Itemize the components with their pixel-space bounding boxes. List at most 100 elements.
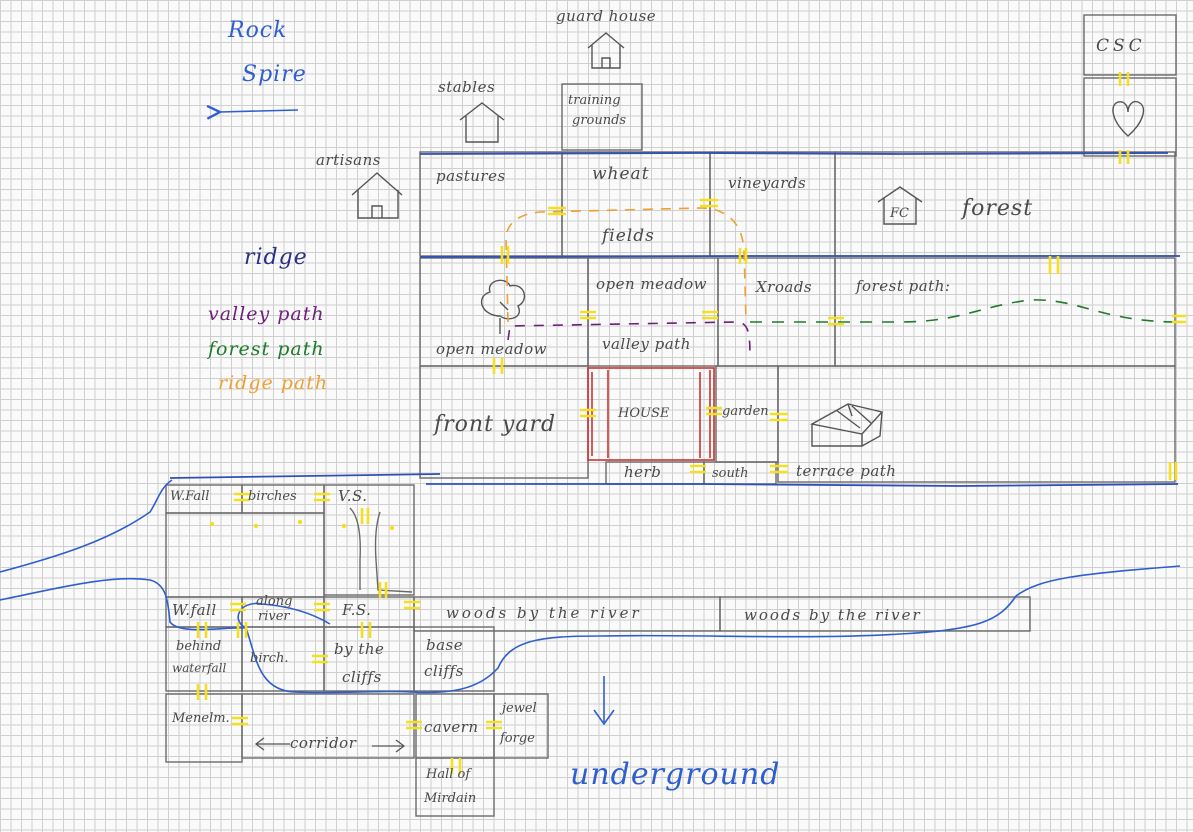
- corridor-arrow-left: [254, 737, 290, 751]
- door-birch-top: [236, 622, 248, 638]
- underground-arrow: [593, 676, 615, 726]
- jewel-forge-box: [493, 693, 549, 759]
- door-wfall: [230, 602, 246, 612]
- label-birches: birches: [248, 489, 297, 504]
- label-by-the: by the: [334, 640, 385, 658]
- door-open-meadow: [492, 358, 504, 374]
- river-north-bank: [0, 479, 173, 573]
- label-pastures: pastures: [436, 167, 506, 185]
- door-garden-right: [770, 412, 788, 422]
- label-open-meadow: open meadow: [596, 275, 707, 293]
- valley-path-route: [507, 321, 751, 359]
- label-cavern: cavern: [424, 718, 479, 736]
- door-forest-path-right: [1172, 314, 1186, 324]
- label-mirdain: Mirdain: [424, 791, 477, 806]
- label-cliffs: cliffs: [342, 668, 382, 686]
- label-wheat: wheat: [592, 164, 650, 184]
- terrace-path-box: [777, 365, 1176, 483]
- legend-valley-path: valley path: [208, 303, 325, 325]
- label-herb: herb: [624, 463, 662, 481]
- stables-icon: [459, 102, 505, 143]
- label-along: along: [256, 594, 293, 609]
- door-behind-waterfall-bottom: [196, 684, 208, 700]
- buildings: [351, 32, 1145, 447]
- door-meadow-mid: [580, 310, 596, 320]
- label-training: training: [568, 93, 621, 108]
- door-fs-right: [404, 600, 420, 610]
- label-south: south: [712, 466, 749, 481]
- ridge-path-route: [505, 207, 747, 323]
- ridge-line-4: [169, 473, 441, 479]
- label-garden: garden: [722, 404, 769, 419]
- door-birches-right: [314, 492, 330, 502]
- door-by-cliffs-top: [360, 622, 372, 638]
- door-wheat-right: [700, 198, 718, 208]
- label-house: HOUSE: [618, 406, 670, 421]
- heart-icon: [1112, 100, 1145, 137]
- label-valley-path: valley path: [602, 335, 691, 353]
- label-terrace-path: terrace path: [796, 462, 897, 480]
- label-waterfall: waterfall: [172, 661, 227, 675]
- legend-ridge: ridge: [244, 245, 308, 270]
- door-heart: [1118, 150, 1130, 164]
- door-birches-left: [234, 492, 250, 502]
- label-hall-of: Hall of: [426, 767, 471, 782]
- label-base-cliffs: cliffs: [424, 662, 464, 680]
- door-forest-path-left: [828, 316, 844, 326]
- hall-mirdain-box: [415, 757, 495, 817]
- door-wheat-left: [548, 206, 566, 216]
- door-along-river: [314, 602, 330, 612]
- greenhouse-icon: [809, 403, 884, 447]
- corridor-arrow-right: [372, 739, 406, 753]
- heart-room-box: [1083, 77, 1177, 157]
- door-behind-waterfall-top: [196, 622, 208, 638]
- forest-path-box: [834, 257, 1176, 367]
- artisans-icon: [351, 172, 403, 219]
- river-inner-loop: [237, 602, 331, 629]
- label-open-meadow-left: open meadow: [436, 340, 547, 358]
- forest-path-route: [750, 299, 1181, 323]
- yellow-dots: [209, 519, 395, 531]
- label-csc: CSC: [1096, 36, 1146, 56]
- river-lines: [0, 479, 1181, 694]
- label-vineyards: vineyards: [728, 174, 807, 192]
- river-south-bank: [0, 565, 1181, 694]
- xroads-box: [717, 257, 836, 367]
- legend-ridge-path: ridge path: [218, 372, 329, 394]
- training-grounds-box: [561, 83, 643, 151]
- label-forge: forge: [500, 731, 535, 746]
- label-vs: V.S.: [338, 487, 368, 505]
- door-garden-left: [706, 406, 722, 416]
- woods-river-2-box: [719, 596, 1031, 632]
- ridge-lines: [169, 152, 1180, 487]
- behind-waterfall-box: [165, 626, 243, 692]
- label-w-fall-top: W.Fall: [170, 489, 210, 504]
- door-fields-left: [500, 246, 510, 264]
- label-fc: FC: [890, 206, 909, 221]
- label-river: river: [258, 609, 290, 624]
- forest-cabin-icon: [877, 186, 923, 225]
- corridor-box: [241, 693, 415, 759]
- label-menelm: Menelm.: [172, 711, 230, 726]
- label-stables: stables: [438, 78, 496, 96]
- door-jewel-forge: [486, 720, 502, 730]
- rock-spire-arrow: [220, 110, 299, 112]
- door-south: [770, 464, 788, 474]
- label-corridor: corridor: [290, 734, 357, 752]
- label-base: base: [426, 636, 464, 654]
- upper-west-box: [165, 512, 325, 598]
- label-guard-house: guard house: [556, 7, 657, 25]
- door-vs-2: [378, 582, 388, 598]
- door-cavern-left: [406, 720, 422, 730]
- label-birch: birch.: [250, 651, 289, 666]
- label-underground: underground: [570, 757, 781, 792]
- door-terrace-right: [1168, 462, 1178, 480]
- ridge-line-3: [426, 483, 1179, 487]
- legend-forest-path: forest path: [208, 338, 325, 360]
- door-herb: [690, 464, 706, 474]
- label-woods-river-2: woods by the river: [744, 606, 922, 624]
- menelm-box: [165, 693, 243, 763]
- csc-box: [1083, 14, 1177, 76]
- door-vs-1: [360, 508, 370, 524]
